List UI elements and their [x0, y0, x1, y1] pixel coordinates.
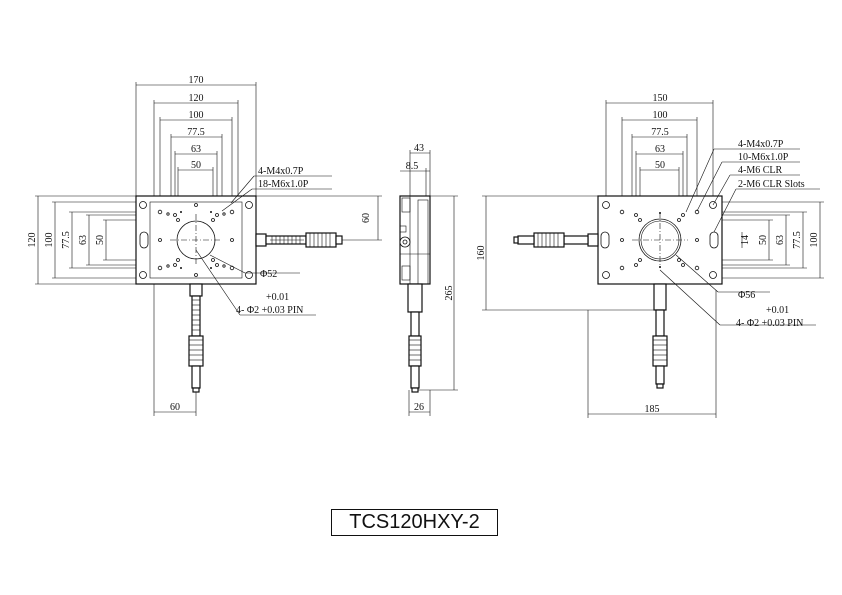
top-vdim-50: 50 — [95, 235, 106, 245]
bot-dim-left-160: 160 — [476, 246, 487, 261]
top-dim-77-5: 77.5 — [187, 127, 205, 138]
bot-callout-m6-clr: 4-M6 CLR — [738, 165, 783, 176]
bot-dim-185: 185 — [645, 404, 660, 415]
top-vdim-77-5: 77.5 — [61, 231, 72, 249]
top-vdim-120: 120 — [27, 233, 38, 248]
bot-dim-50: 50 — [655, 160, 665, 171]
bot-pin-tolerance: +0.01 — [766, 305, 789, 316]
top-dim-100: 100 — [189, 110, 204, 121]
top-tapped-holes — [157, 203, 235, 277]
top-micrometer-x — [255, 232, 343, 248]
top-callout-m4: 4-M4x0.7P — [258, 166, 304, 177]
top-dim-bottom-60: 60 — [170, 402, 180, 413]
top-view: 170 120 100 77.5 63 50 120 100 — [27, 75, 382, 416]
bottom-micrometer-x — [513, 232, 599, 248]
bot-pin-label: 4- Φ2 +0.03 PIN — [736, 318, 803, 329]
bot-vdim-50: 50 — [758, 235, 769, 245]
top-pin-tolerance: +0.01 — [266, 292, 289, 303]
bot-dim-77-5: 77.5 — [651, 127, 669, 138]
side-dim-265: 265 — [444, 286, 455, 301]
bot-callout-m4: 4-M4x0.7P — [738, 139, 784, 150]
bot-dim-slot-14: 14 — [740, 235, 751, 245]
bottom-view-vertical-dims: 50 63 77.5 100 — [690, 201, 824, 279]
bottom-view: 150 100 77.5 63 50 50 63 77.5 100 — [476, 93, 824, 418]
drawing-title: TCS120HXY-2 — [349, 511, 480, 533]
bot-vdim-77-5: 77.5 — [792, 231, 803, 249]
side-dim-26: 26 — [414, 402, 424, 413]
bottom-micrometer-y — [652, 283, 668, 389]
top-bore-label: Φ52 — [260, 269, 277, 280]
top-dim-120: 120 — [189, 93, 204, 104]
top-dim-63: 63 — [191, 144, 201, 155]
top-view-horizontal-dims: 170 120 100 77.5 63 50 — [135, 75, 257, 215]
bot-dim-63: 63 — [655, 144, 665, 155]
top-callout-m6: 18-M6x1.0P — [258, 179, 309, 190]
bottom-view-horizontal-dims: 150 100 77.5 63 50 — [605, 93, 714, 218]
top-vdim-63: 63 — [78, 235, 89, 245]
bot-dim-150: 150 — [653, 93, 668, 104]
top-vdim-100: 100 — [44, 233, 55, 248]
bot-callout-m6: 10-M6x1.0P — [738, 152, 789, 163]
bot-dim-100: 100 — [653, 110, 668, 121]
bottom-tapped-holes — [619, 209, 700, 271]
title-block: TCS120HXY-2 — [331, 509, 498, 536]
side-dim-43: 43 — [414, 143, 424, 154]
top-micrometer-y — [188, 283, 204, 393]
side-view: 43 8.5 265 26 — [399, 143, 458, 416]
top-dim-right-60: 60 — [361, 213, 372, 223]
side-dim-8-5: 8.5 — [406, 161, 419, 172]
bot-vdim-100: 100 — [809, 233, 820, 248]
bot-callout-slots: 2-M6 CLR Slots — [738, 179, 805, 190]
top-dim-170: 170 — [189, 75, 204, 86]
top-dim-50: 50 — [191, 160, 201, 171]
bot-bore-label: Φ56 — [738, 290, 755, 301]
top-pin-label: 4- Φ2 +0.03 PIN — [236, 305, 303, 316]
bot-vdim-63: 63 — [775, 235, 786, 245]
